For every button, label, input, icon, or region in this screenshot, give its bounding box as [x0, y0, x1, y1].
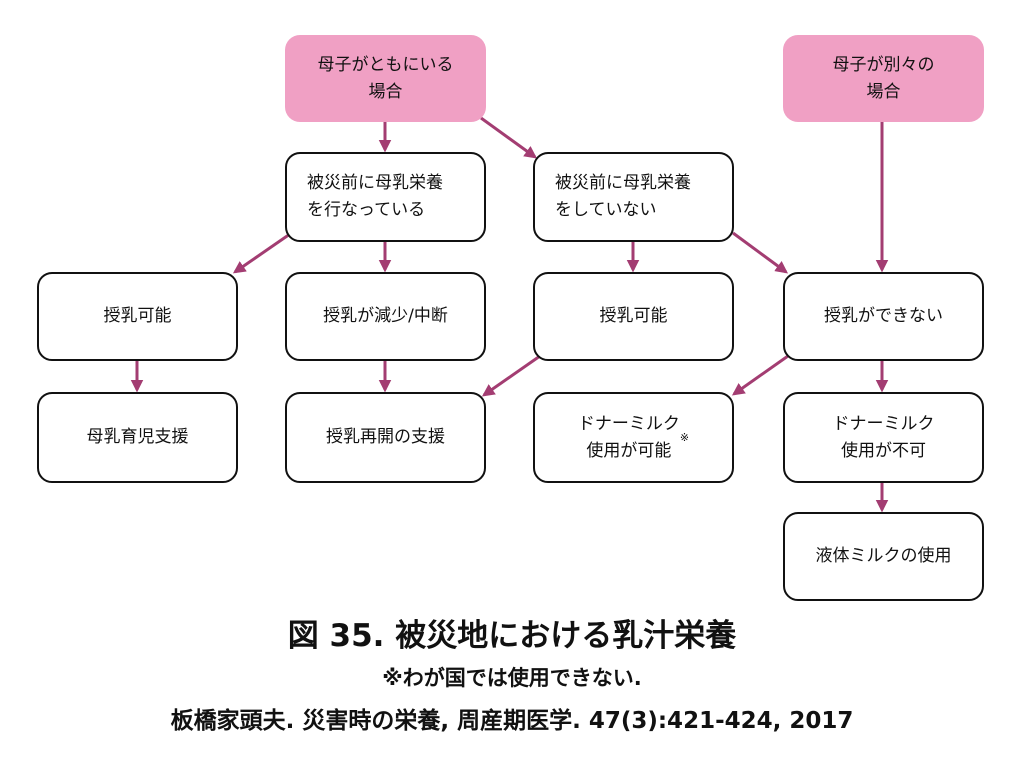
figure-title: 図 35. 被災地における乳汁栄養	[287, 618, 737, 654]
liquid-milk-box: 液体ミルクの使用	[783, 512, 984, 601]
breastfeeding-before-disaster-box: 被災前に母乳栄養 を行なっている	[285, 152, 486, 242]
figure-note: ※わが国では使用できない.	[382, 666, 642, 690]
mother-child-together-box: 母子がともにいる 場合	[285, 35, 486, 122]
breastfeeding-impossible-box: 授乳ができない	[783, 272, 984, 361]
arrow-bf-impossible-to-donor-possible	[731, 354, 789, 396]
donor-milk-impossible-box: ドナーミルク 使用が不可	[783, 392, 984, 483]
donor-milk-possible-box: ドナーミルク 使用が可能※	[533, 392, 734, 483]
figure-reference: 板橋家頭夫. 災害時の栄養, 周産期医学. 47(3):421-424, 201…	[170, 708, 854, 734]
mother-child-separated-box: 母子が別々の 場合	[783, 35, 984, 122]
breastfeeding-reduced-box: 授乳が減少/中断	[285, 272, 486, 361]
no-breastfeeding-before-disaster-box: 被災前に母乳栄養 をしていない	[533, 152, 734, 242]
breastfeeding-support-box: 母乳育児支援	[37, 392, 238, 483]
breastfeeding-possible-box-1: 授乳可能	[37, 272, 238, 361]
arrow-together-to-no-bf-before	[480, 116, 538, 159]
breastfeeding-possible-box-2: 授乳可能	[533, 272, 734, 361]
arrow-bf-possible-2-to-resume-support	[481, 354, 541, 397]
resume-breastfeeding-support-box: 授乳再開の支援	[285, 392, 486, 483]
arrow-bf-before-to-bf-possible	[232, 232, 291, 274]
donor-milk-possible-label: ドナーミルク 使用が可能	[577, 413, 680, 461]
arrow-no-bf-before-to-bf-impossible	[732, 231, 789, 274]
